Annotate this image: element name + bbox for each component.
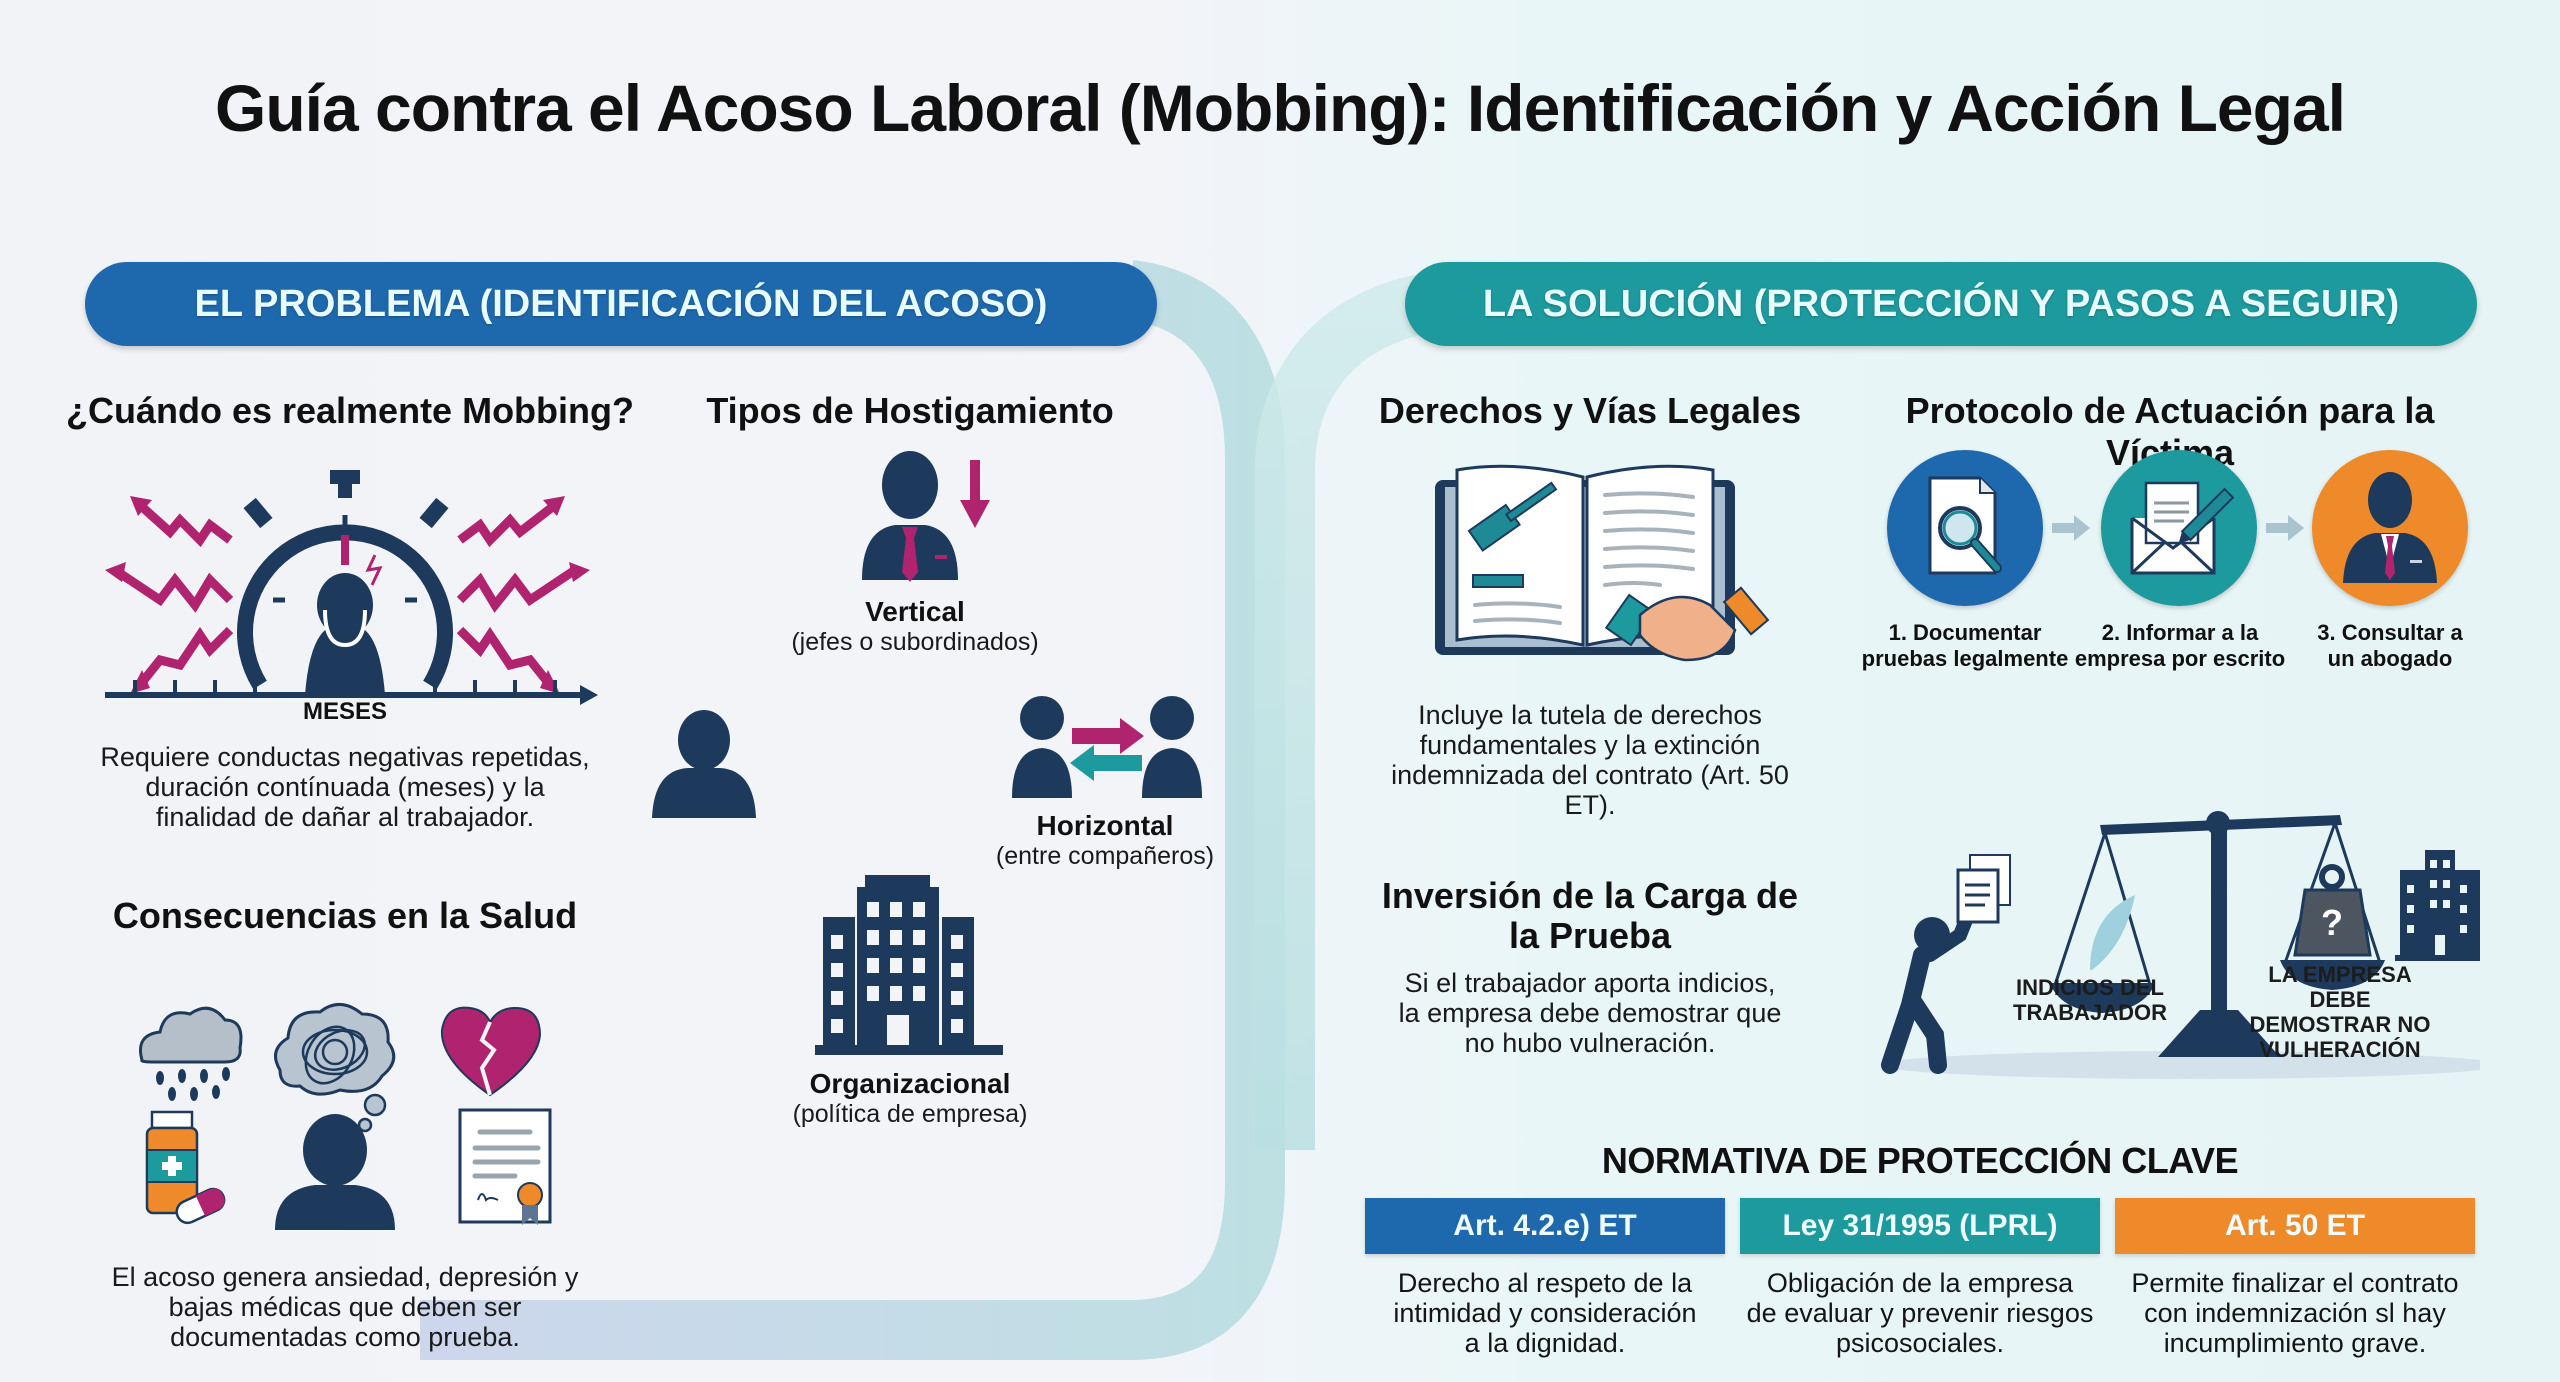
- type-organizational-detail: (política de empresa): [792, 1100, 1028, 1128]
- step-1-label: 1. Documentar pruebas legalmente: [1861, 620, 2069, 671]
- health-consequences-heading: Consecuencias en la Salud: [112, 895, 578, 936]
- timeline-label: MESES: [302, 698, 388, 725]
- scale-of-justice-icon: ?: [1880, 811, 2480, 1079]
- burden-proof-heading: Inversión de la Carga de la Prueba: [1381, 875, 1799, 956]
- step-arrow-icon: [2266, 515, 2304, 541]
- scale-right-label: LA EMPRESA DEBE DEMOSTRAR NO VULHERACIÓN: [2249, 962, 2431, 1062]
- norm-ley-31-1995-description: Obligación de la empresa de evaluar y pr…: [1746, 1268, 2094, 1358]
- problem-section-header: EL PROBLEMA (IDENTIFICACIÓN DEL ACOSO): [85, 262, 1157, 346]
- when-mobbing-heading: ¿Cuándo es realmente Mobbing?: [65, 390, 635, 431]
- step-arrow-icon: [2052, 515, 2090, 541]
- norm-ley-31-1995-badge: Ley 31/1995 (LPRL): [1740, 1198, 2100, 1254]
- lawyer-icon: [2343, 472, 2437, 583]
- step-inform-circle: [2101, 450, 2257, 606]
- key-regulations-heading: NORMATIVA DE PROTECCIÓN CLAVE: [1601, 1140, 2239, 1181]
- worker-with-documents-icon: [1881, 854, 2011, 1074]
- medical-certificate-icon: [458, 1108, 552, 1225]
- rights-description: Incluye la tutela de derechos fundamenta…: [1391, 700, 1789, 820]
- health-description: El acoso genera ansiedad, depresión y ba…: [111, 1262, 579, 1352]
- step-document-circle: [1887, 450, 2043, 606]
- boss-arrow-down-icon: [862, 451, 990, 582]
- person-icon: [652, 710, 756, 818]
- rain-cloud-icon: [139, 1006, 243, 1101]
- peers-exchange-icon: [1012, 696, 1202, 798]
- document-search-icon: [1928, 476, 2002, 575]
- norm-art-4-2-e-badge: Art. 4.2.e) ET: [1365, 1198, 1725, 1254]
- norm-art-4-2-e-description: Derecho al respeto de la intimidad y con…: [1393, 1268, 1697, 1358]
- stopwatch-stress-icon: [105, 470, 598, 705]
- health-icons-cluster: [139, 1003, 552, 1230]
- medicine-bottle-icon: [145, 1110, 226, 1225]
- type-vertical-label: Vertical: [865, 596, 965, 627]
- building-icon: [815, 875, 1003, 1055]
- rights-heading: Derechos y Vías Legales: [1378, 390, 1802, 431]
- solution-section-header: LA SOLUCIÓN (PROTECCIÓN Y PASOS A SEGUIR…: [1405, 262, 2477, 346]
- law-book-handshake-icon: [1435, 464, 1770, 662]
- burden-proof-description: Si el trabajador aporta indicios, la emp…: [1398, 968, 1782, 1058]
- svg-text:?: ?: [2321, 902, 2343, 943]
- type-vertical-detail: (jefes o subordinados): [791, 628, 1039, 656]
- type-horizontal-label: Horizontal: [1036, 810, 1174, 841]
- step-3-label: 3. Consultar a un abogado: [2317, 620, 2463, 671]
- harassment-types-heading: Tipos de Hostigamiento: [706, 390, 1114, 431]
- type-horizontal-detail: (entre compañeros): [995, 842, 1215, 870]
- protocol-heading: Protocolo de Actuación para la Víctima: [1905, 390, 2435, 473]
- page-title: Guía contra el Acoso Laboral (Mobbing): …: [214, 71, 2346, 145]
- norm-art-50-badge: Art. 50 ET: [2115, 1198, 2475, 1254]
- scale-left-label: INDICIOS DEL TRABAJADOR: [2013, 975, 2167, 1025]
- step-lawyer-circle: [2312, 450, 2468, 606]
- step-2-label: 2. Informar a la empresa por escrito: [2074, 620, 2286, 671]
- tangled-thought-icon: [274, 1003, 396, 1133]
- norm-art-50-description: Permite finalizar el contrato con indemn…: [2131, 1268, 2459, 1358]
- type-organizational-label: Organizacional: [809, 1068, 1011, 1099]
- person-icon: [275, 1114, 395, 1230]
- broken-heart-icon: [440, 1006, 542, 1097]
- letter-pen-icon: [2130, 481, 2234, 575]
- when-mobbing-description: Requiere conductas negativas repetidas, …: [100, 742, 590, 832]
- handshake-icon: [1604, 586, 1770, 662]
